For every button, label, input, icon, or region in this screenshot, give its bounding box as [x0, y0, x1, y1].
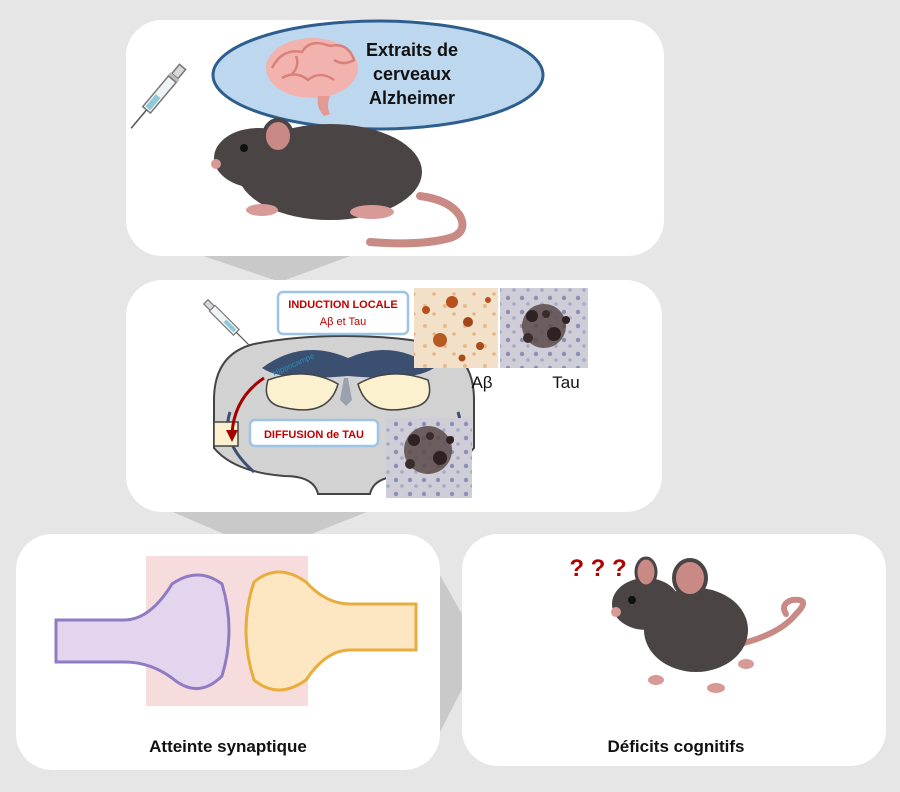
bubble-line-3: Alzheimer — [369, 88, 455, 108]
syringe-small-icon — [202, 298, 250, 346]
mouse-injected-icon — [211, 118, 467, 248]
induction-label-box — [276, 290, 410, 336]
stain-label-tau: Tau — [552, 373, 579, 392]
micrograph-tau-diffusion — [386, 418, 472, 498]
cognition-caption: Déficits cognitifs — [608, 737, 745, 756]
connector-top — [180, 248, 372, 282]
synapse-caption: Atteinte synaptique — [149, 737, 307, 756]
micrograph-abeta — [414, 288, 498, 368]
question-marks: ? ? ? — [569, 555, 626, 582]
mouse-cognitive-icon — [611, 556, 806, 693]
micrograph-tau — [500, 288, 588, 368]
postsynaptic-terminal — [244, 570, 418, 692]
bubble-line-2: cerveaux — [373, 64, 451, 84]
connector-right — [440, 575, 482, 732]
presynaptic-terminal — [54, 573, 231, 690]
connector-middle — [168, 510, 372, 552]
diffusion-label: DIFFUSION de TAU — [264, 429, 364, 441]
bubble-line-1: Extraits de — [366, 40, 458, 60]
brain-icon — [266, 38, 358, 116]
stain-label-abeta: Aβ — [471, 373, 492, 392]
diffusion-label-box — [248, 418, 380, 448]
syringe-icon — [130, 63, 187, 129]
induction-title: INDUCTION LOCALE — [288, 299, 397, 311]
induction-subtitle: Aβ et Tau — [320, 316, 367, 328]
